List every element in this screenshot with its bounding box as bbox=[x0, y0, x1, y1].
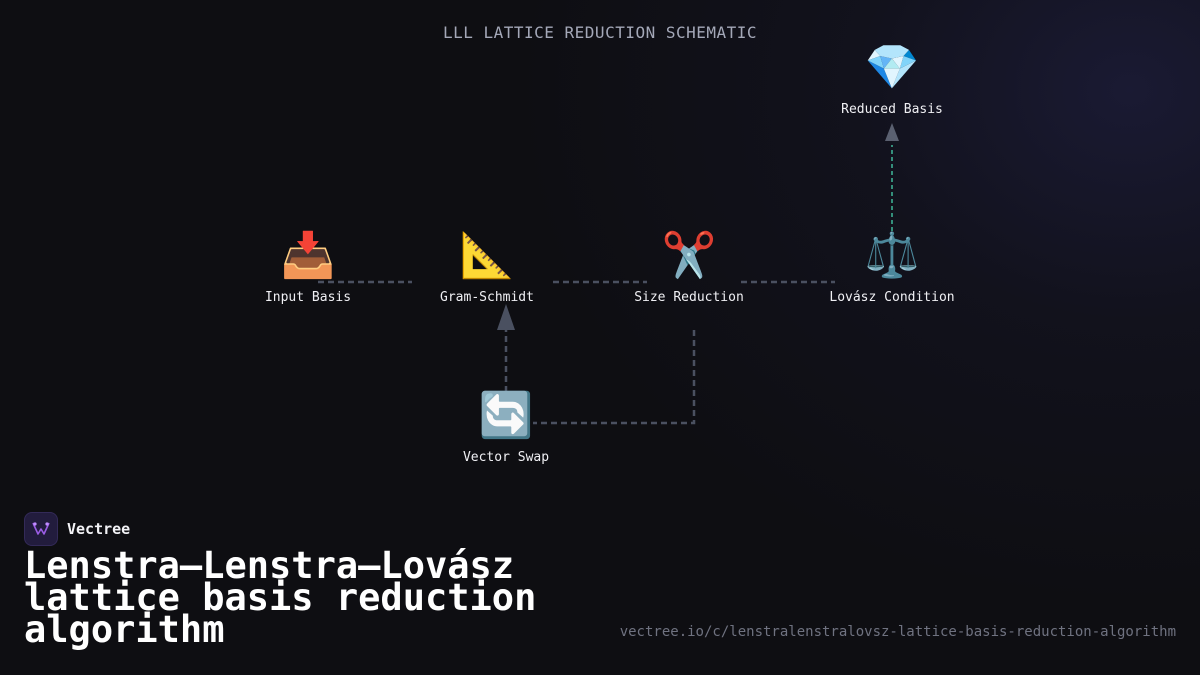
brand[interactable]: Vectree bbox=[24, 512, 130, 546]
node-gram-schmidt[interactable]: 📐 Gram-Schmidt bbox=[397, 230, 577, 305]
arrowhead-reduced-basis bbox=[885, 123, 899, 141]
node-label: Lovász Condition bbox=[829, 290, 955, 305]
gem-icon: 💎 bbox=[864, 42, 920, 93]
vectree-logo-icon bbox=[24, 512, 58, 546]
node-label: Size Reduction bbox=[634, 290, 744, 305]
diagram-title: LLL LATTICE REDUCTION SCHEMATIC bbox=[442, 23, 758, 42]
node-reduced-basis[interactable]: 💎 Reduced Basis bbox=[802, 42, 982, 117]
scissors-icon: ✂️ bbox=[661, 230, 717, 281]
node-label: Input Basis bbox=[264, 290, 352, 305]
cycle-arrows-icon: 🔄 bbox=[478, 390, 534, 441]
node-lovasz-condition[interactable]: ⚖️ Lovász Condition bbox=[802, 230, 982, 305]
node-label: Reduced Basis bbox=[841, 102, 943, 117]
page-title: Lenstra–Lenstra–Lovász lattice basis red… bbox=[24, 544, 537, 651]
triangle-ruler-icon: 📐 bbox=[459, 230, 515, 281]
edge-size-reduction-to-swap bbox=[533, 330, 696, 425]
node-label: Gram-Schmidt bbox=[440, 290, 534, 305]
balance-scale-icon: ⚖️ bbox=[864, 230, 920, 281]
brand-name: Vectree bbox=[67, 520, 131, 538]
page-url[interactable]: vectree.io/c/lenstralenstralovsz-lattice… bbox=[619, 624, 1176, 640]
node-input-basis[interactable]: 📥 Input Basis bbox=[218, 230, 398, 305]
arrowhead-gram-schmidt bbox=[497, 304, 515, 330]
node-label: Vector Swap bbox=[462, 450, 550, 465]
node-size-reduction[interactable]: ✂️ Size Reduction bbox=[599, 230, 779, 305]
inbox-tray-icon: 📥 bbox=[280, 230, 336, 281]
node-vector-swap[interactable]: 🔄 Vector Swap bbox=[416, 390, 596, 465]
